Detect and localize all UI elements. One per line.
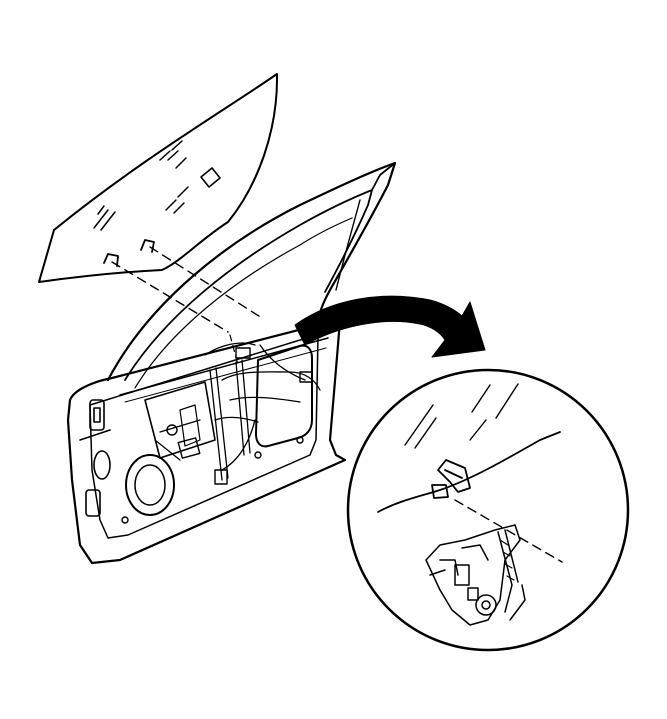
- regulator-mechanism: [425, 524, 526, 626]
- door-assembly: [66, 161, 397, 565]
- window-regulator-clip: [431, 459, 471, 499]
- detail-arrow: [294, 295, 486, 358]
- detail-circle: [346, 368, 630, 652]
- speaker: [125, 454, 175, 516]
- window-glass: [38, 73, 279, 283]
